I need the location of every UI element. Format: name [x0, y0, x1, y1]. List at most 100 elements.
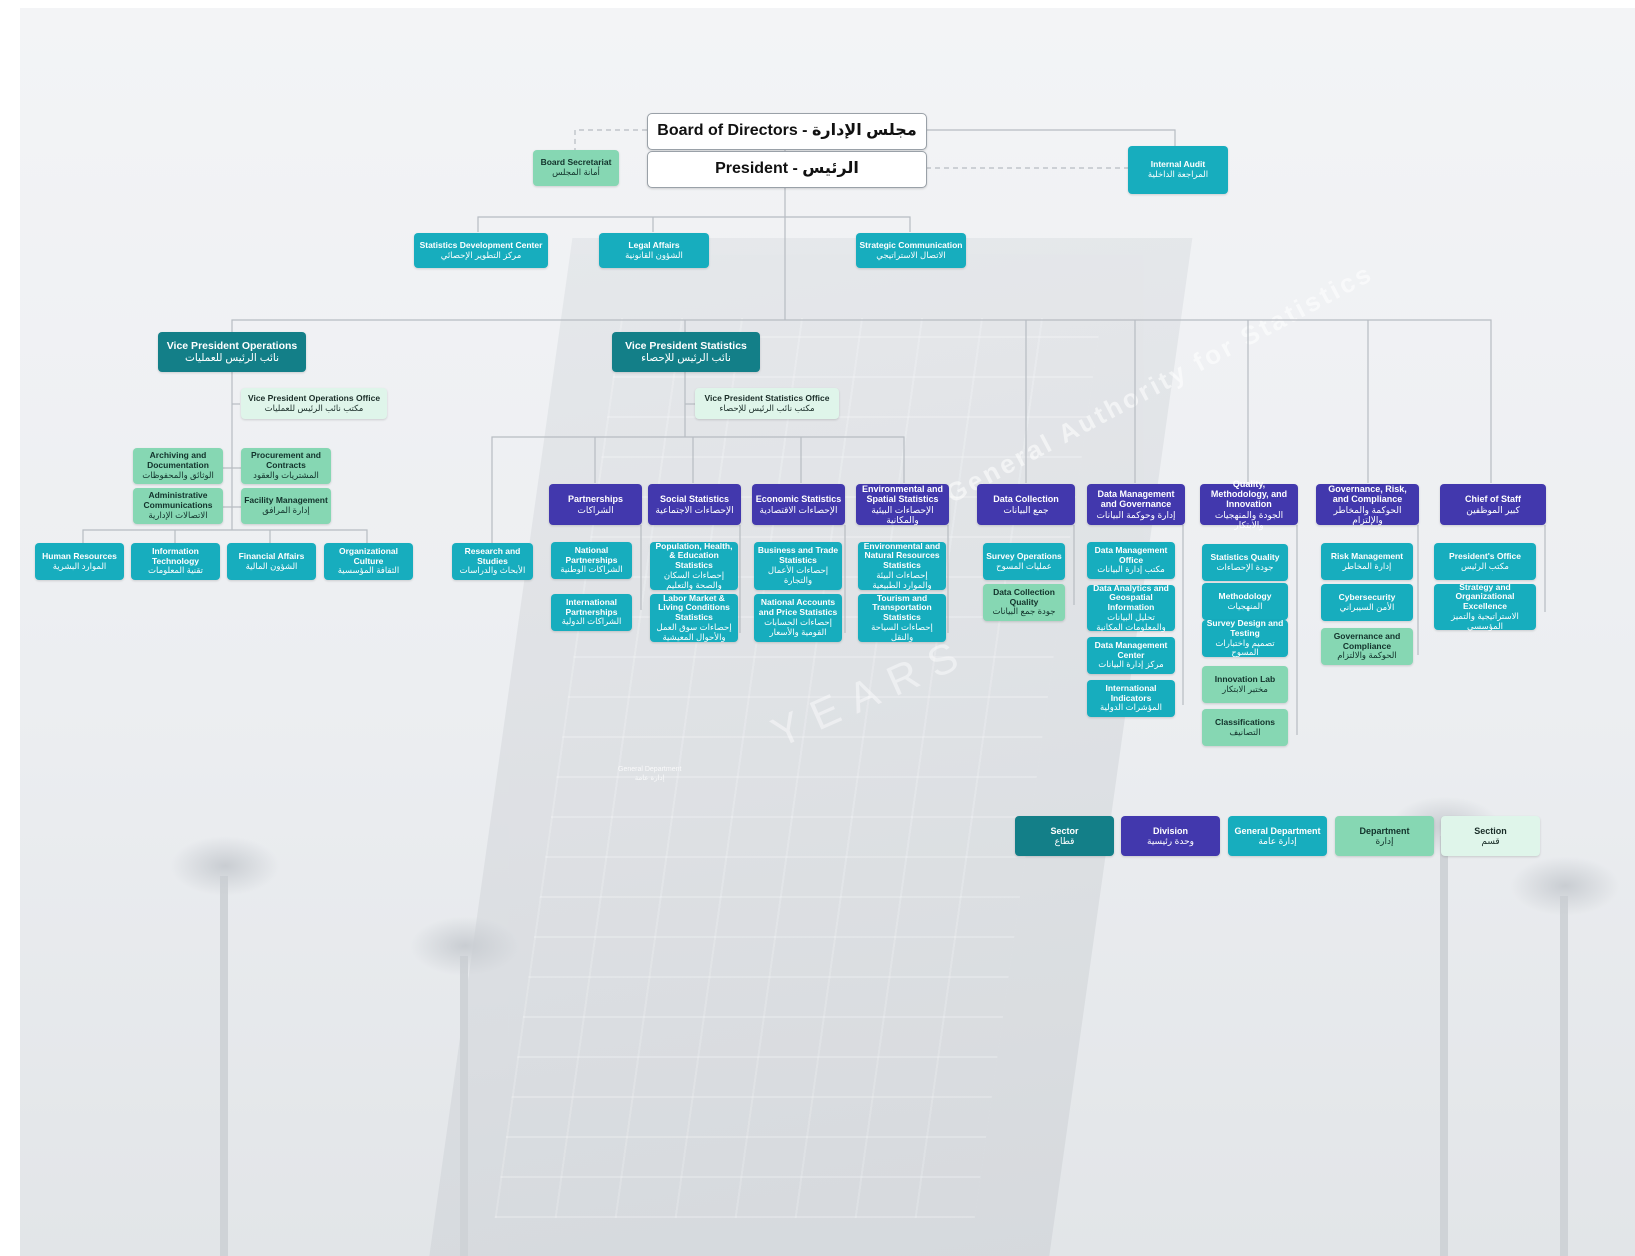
internal-audit-box-label-en: Internal Audit [1150, 159, 1206, 170]
right-child-box-label-en: Strategy and Organizational Excellence [1455, 581, 1515, 612]
internal-audit-box-label-ar: المراجعة الداخلية [1147, 169, 1209, 179]
president-box-label: President - الرئيس [715, 160, 859, 178]
right-child-box-label-en: International Indicators [1105, 682, 1157, 703]
right-child-box-label-en: Data Management Office [1094, 544, 1168, 565]
right-child-box-label-en: Methodology [1218, 590, 1272, 601]
legend-swatch-section-label-ar: قسم [1481, 836, 1500, 846]
legend-swatch-department-label-ar: إدارة [1375, 836, 1394, 846]
ops-general-department-box-label-ar: الثقافة المؤسسية [337, 565, 400, 576]
watermark-small-label: General Department إدارة عامة [618, 766, 682, 782]
legend-swatch-division-label-ar: وحدة رئيسية [1147, 836, 1194, 846]
stats-division-box-label-ar: الإحصاءات البيئية والمكانية [871, 504, 934, 525]
right-child-box-label-en: Risk Management [1330, 550, 1404, 561]
connector-president-units [477, 216, 911, 232]
stats-general-department-box[interactable]: Labor Market & Living Conditions Statist… [650, 593, 738, 642]
right-child-box-label-ar: مركز إدارة البيانات [1098, 659, 1164, 670]
right-child-box-label-ar: الحوكمة والالتزام [1337, 650, 1397, 661]
stats-general-department-box-label-ar: إحصاءات السكان والصحة والتعليم [663, 569, 725, 590]
background-palm-tree [1510, 856, 1620, 1256]
stats-division-box-label-en: Economic Statistics [755, 494, 842, 505]
right-child-box-label-en: Classifications [1215, 716, 1275, 727]
right-child-box[interactable]: Data Analytics and Geospatial Informatio… [1087, 583, 1175, 632]
stats-division-box-label-en: Environmental and Spatial Statistics [861, 483, 943, 505]
research-and-studies-box-label-ar: الأبحاث والدراسات [459, 565, 526, 576]
right-division-box-label-ar: جمع البيانات [1003, 504, 1049, 515]
stats-general-department-box[interactable]: Population, Health, & Education Statisti… [650, 541, 738, 590]
right-child-box-label-en: Data Management Center [1094, 639, 1168, 660]
stats-general-department-box[interactable]: Environmental and Natural Resources Stat… [858, 541, 946, 590]
stats-general-department-box-label-en: Tourism and Transportation Statistics [872, 592, 932, 623]
right-child-box-label-ar: جودة الإحصاءات [1216, 561, 1274, 572]
board-of-directors-box-label: Board of Directors - مجلس الإدارة [657, 122, 917, 140]
right-child-box-label-ar: التصانيف [1229, 726, 1261, 737]
right-child-box-label-en: Survey Operations [986, 550, 1062, 561]
ops-general-department-box-label-ar: الشؤون المالية [245, 560, 298, 571]
right-child-box-label-ar: مختبر الابتكار [1222, 683, 1268, 694]
right-child-box-label-ar: مكتب الرئيس [1461, 560, 1509, 571]
vp-statistics-box-label-en: Vice President Statistics [625, 339, 747, 352]
right-child-box-label-ar: تحليل البيانات والمعلومات المكانية [1096, 611, 1166, 632]
right-child-box-label-en: Survey Design and Testing [1206, 617, 1284, 638]
right-child-box-label-ar: مكتب إدارة البيانات [1097, 564, 1165, 575]
stats-general-department-box-label-ar: إحصاءات البيئة والموارد الطبيعية [872, 569, 932, 590]
right-child-box-label-en: Statistics Quality [1210, 551, 1280, 562]
stats-division-box-label-en: Partnerships [567, 494, 624, 505]
stats-general-department-box-label-en: National Accounts and Price Statistics [758, 597, 838, 618]
stats-general-department-box-label-ar: إحصاءات السياحة والنقل [871, 621, 933, 642]
ops-general-department-box-label-en: Organizational Culture [338, 545, 399, 566]
ops-department-box-label-en: Procurement and Contracts [251, 450, 321, 471]
board-of-directors-box[interactable]: Board of Directors - مجلس الإدارة [647, 113, 927, 150]
president-box[interactable]: President - الرئيس [647, 151, 927, 188]
stats-general-department-box-label-ar: الشراكات الدولية [561, 616, 622, 627]
